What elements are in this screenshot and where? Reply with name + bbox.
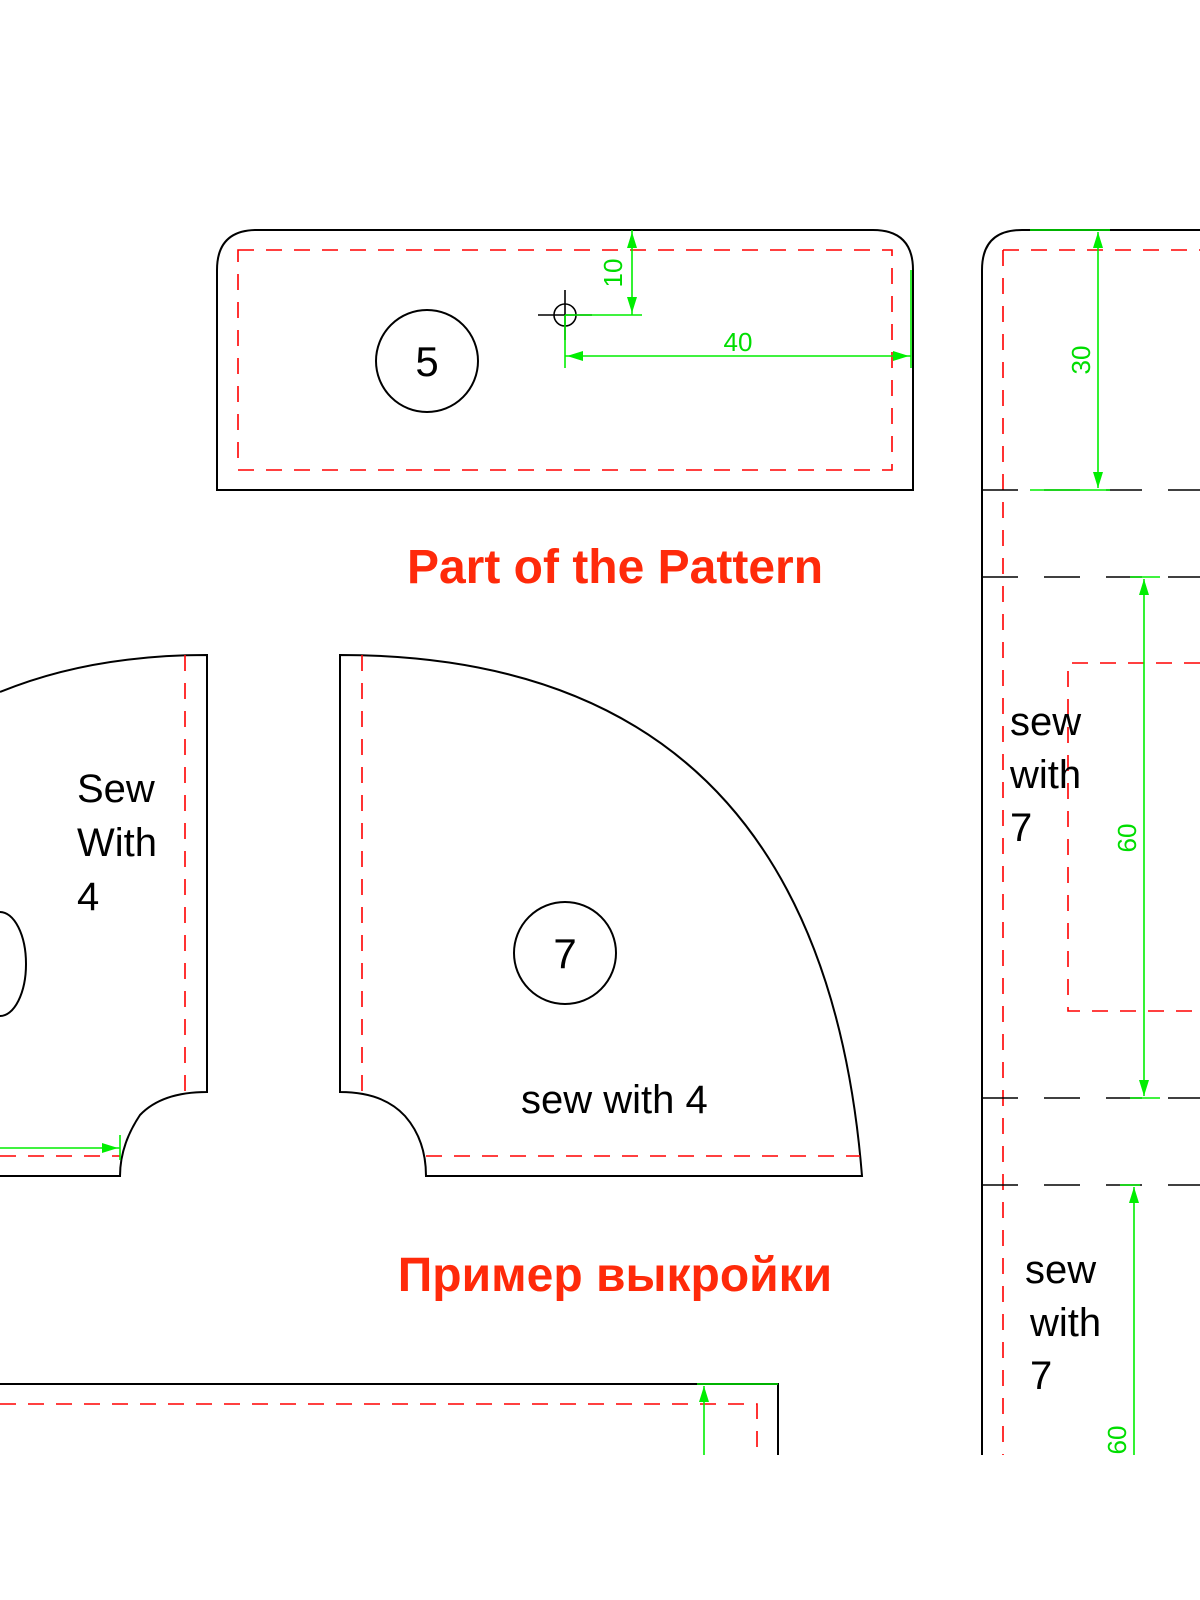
bottom-margin <box>0 1455 1200 1600</box>
bottom-piece-seam <box>0 1403 758 1455</box>
dimension-60-lower-label: 60 <box>1102 1426 1132 1455</box>
dimension-10-label: 10 <box>598 259 628 288</box>
piece-5-outline <box>216 229 914 491</box>
right-upper-label-line1: sew <box>1010 700 1081 744</box>
dimension-30-label: 30 <box>1066 346 1096 375</box>
piece-4-outline <box>0 653 208 1177</box>
piece-5-seam-allowance <box>237 249 893 471</box>
dimension-40: 40 <box>564 270 912 368</box>
bottom-piece-partial <box>0 1383 779 1455</box>
piece-4-label-line3: 4 <box>77 875 99 919</box>
piece-5-number-circle <box>375 309 479 413</box>
right-upper-label-line3: 7 <box>1010 806 1032 850</box>
right-lower-label-line1: sew <box>1025 1248 1096 1292</box>
piece-4-number-circle <box>0 911 27 1017</box>
piece-4-partial: Sew With 4 <box>0 653 208 1177</box>
dimension-30: 30 <box>1030 229 1110 491</box>
piece-7-note: sew with 4 <box>521 1078 708 1122</box>
dimension-60-upper-label: 60 <box>1112 824 1142 853</box>
dimension-40-label: 40 <box>724 327 753 357</box>
piece-5: 5 10 40 <box>216 229 914 491</box>
bottom-piece-dimension <box>697 1383 778 1455</box>
piece-4-label-line2: With <box>77 821 157 865</box>
right-upper-label-line2: with <box>1009 753 1081 797</box>
piece-4-label-line1: Sew <box>77 767 155 811</box>
right-piece-outline <box>981 229 1200 1455</box>
piece-7-outline <box>339 653 864 1177</box>
dimension-60-upper: 60 <box>1112 576 1160 1099</box>
piece-7-number-circle <box>513 901 617 1005</box>
inner-seam-rect <box>1067 662 1200 1012</box>
bottom-piece-outline <box>0 1383 779 1455</box>
piece-5-number: 5 <box>415 338 438 385</box>
dimension-10: 10 <box>565 230 642 316</box>
right-lower-label-line3: 7 <box>1030 1354 1052 1398</box>
right-lower-label-line2: with <box>1029 1301 1101 1345</box>
title-english: Part of the Pattern <box>407 541 823 594</box>
dimension-60-lower: 60 <box>1102 1184 1140 1455</box>
piece-7: 7 sew with 4 <box>339 653 864 1177</box>
right-piece: 30 60 60 sew with 7 sew with 7 <box>981 229 1200 1455</box>
piece-7-number: 7 <box>553 930 576 977</box>
title-russian: Пример выкройки <box>398 1249 832 1302</box>
piece-4-dimension <box>0 1135 121 1160</box>
